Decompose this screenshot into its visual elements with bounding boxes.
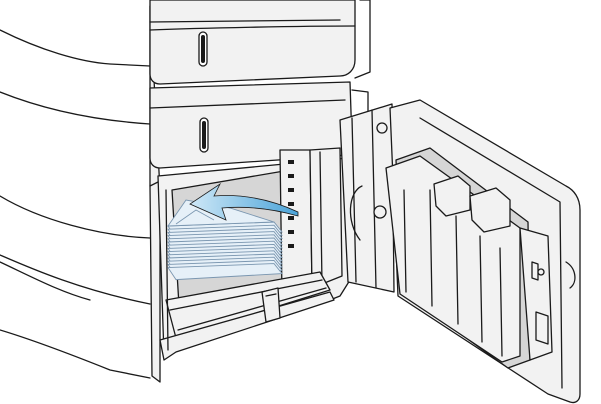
envelope-sheet [167,263,283,281]
envelope-flap-crease [175,209,215,225]
printer-body [0,5,163,383]
envelope-stack [167,199,283,281]
load-direction-arrow [189,182,299,221]
open-side-door [339,99,581,404]
upper-paper-tray [149,0,371,85]
